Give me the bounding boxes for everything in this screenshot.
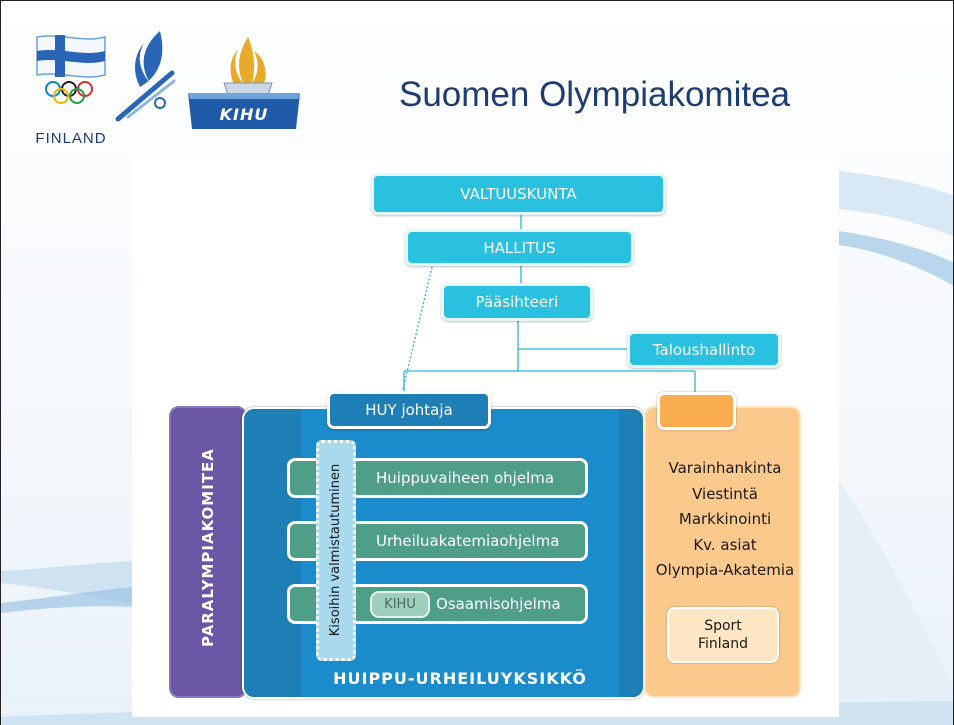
unit-kv-asiat: Kv. asiat <box>693 535 757 554</box>
paralympiakomitea-label: PARALYMPIAKOMITEA <box>199 448 217 647</box>
unit-markkinointi: Markkinointi <box>678 510 772 528</box>
finland-olympic-logo: FINLAND <box>35 35 106 147</box>
finland-text: FINLAND <box>35 130 106 147</box>
slide-title: Suomen Olympiakomitea <box>399 75 790 114</box>
unit-olympia-akatemia: Olympia-Akatemia <box>655 561 795 579</box>
huippu-urheiluyksikko-label: HUIPPU-URHEILUYKSIKKÖ <box>333 669 587 688</box>
hallitus-box: HALLITUS <box>405 229 634 266</box>
sport-finland-line1: Sport <box>704 618 742 634</box>
kisoihin-valmistautuminen-box <box>316 440 356 661</box>
valtuuskunta-box: VALTUUSKUNTA <box>371 173 666 215</box>
other-units-list: Varainhankinta Viestintä Markkinointi Kv… <box>654 456 796 584</box>
unit-varainhankinta: Varainhankinta <box>668 459 782 477</box>
kihu-logo-text: KIHU <box>220 105 269 124</box>
kisoihin-valmistautuminen-label: Kisoihin valmistautuminen <box>328 463 343 637</box>
sport-finland-box: Sport Finland <box>667 607 779 663</box>
taloushallinto-box: Taloushallinto <box>627 331 781 368</box>
kihu-badge: KIHU <box>370 591 430 618</box>
huy-johtaja-box: HUY johtaja <box>327 391 491 429</box>
unit-viestinta: Viestintä <box>692 484 758 503</box>
paralympic-flame-logo <box>115 31 176 122</box>
sport-finland-line2: Finland <box>697 636 749 652</box>
orange-header-box <box>657 392 736 430</box>
kihu-logo: KIHU <box>188 37 300 129</box>
paasihteeri-box: Pääsihteeri <box>441 283 593 321</box>
